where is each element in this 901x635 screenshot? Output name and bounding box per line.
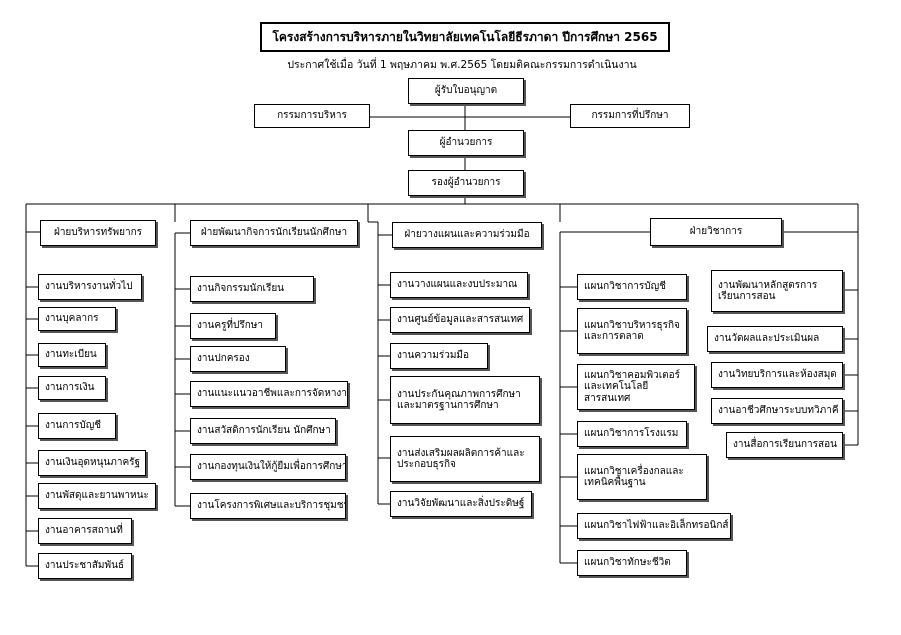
- student-item-5: งานสวัสดิการนักเรียน นักศึกษา: [190, 418, 336, 444]
- student-item-1: งานกิจกรรมนักเรียน: [190, 276, 314, 302]
- chart-subtitle: ประกาศใช้เมื่อ วันที่ 1 พฤษภาคม พ.ศ.2565…: [287, 59, 637, 71]
- academic-left-item-5: แผนกวิชาเครื่องกลและเทคนิคพื้นฐาน: [577, 454, 707, 500]
- planning-item-1: งานวางแผนและงบประมาณ: [390, 272, 528, 298]
- academic-left-item-1: แผนกวิชาการบัญชี: [577, 274, 687, 300]
- resources-item-9: งานประชาสัมพันธ์: [38, 553, 132, 579]
- academic-left-item-2: แผนกวิชาบริหารธุรกิจและการตลาด: [577, 308, 687, 354]
- academic-left-item-6: แผนกวิชาไฟฟ้าและอิเล็กทรอนิกส์: [577, 513, 731, 539]
- resources-item-3: งานทะเบียน: [38, 343, 106, 367]
- planning-item-3: งานความร่วมมือ: [390, 343, 488, 369]
- dept-academic: ฝ่ายวิชาการ: [650, 218, 782, 246]
- student-item-7: งานโครงการพิเศษและบริการชุมชน: [190, 493, 346, 519]
- dept-student-affairs: ฝ่ายพัฒนากิจการนักเรียนนักศึกษา: [190, 220, 358, 246]
- planning-item-6: งานวิจัยพัฒนาและสิ่งประดิษฐ์: [390, 491, 532, 517]
- resources-item-4: งานการเงิน: [38, 376, 106, 400]
- resources-item-1: งานบริหารงานทั่วไป: [38, 274, 142, 300]
- student-item-4: งานแนะแนวอาชีพและการจัดหางาน: [190, 381, 348, 407]
- academic-right-item-3: งานวิทยบริการและห้องสมุด: [711, 362, 843, 388]
- node-advisors: กรรมการที่ปรึกษา: [570, 104, 690, 128]
- node-board: กรรมการบริหาร: [254, 104, 370, 128]
- resources-item-5: งานการบัญชี: [38, 413, 116, 439]
- academic-right-item-5: งานสื่อการเรียนการสอน: [726, 432, 843, 458]
- student-item-6: งานกองทุนเงินให้กู้ยืมเพื่อการศึกษา: [190, 454, 346, 480]
- academic-right-item-4: งานอาชีวศึกษาระบบทวิภาคี: [711, 398, 843, 424]
- node-director: ผู้อำนวยการ: [408, 130, 524, 156]
- resources-item-2: งานบุคลากร: [38, 307, 116, 331]
- academic-right-item-1: งานพัฒนาหลักสูตรการเรียนการสอน: [711, 270, 843, 312]
- student-item-2: งานครูที่ปรึกษา: [190, 313, 276, 339]
- planning-item-2: งานศูนย์ข้อมูลและสารสนเทศ: [390, 307, 530, 333]
- resources-item-7: งานพัสดุและยานพาหนะ: [38, 483, 156, 509]
- academic-left-item-3: แผนกวิชาคอมพิวเตอร์และเทคโนโลยีสารสนเทศ: [577, 364, 695, 410]
- dept-resources: ฝ่ายบริหารทรัพยากร: [40, 220, 156, 246]
- student-item-3: งานปกครอง: [190, 346, 286, 372]
- academic-left-item-7: แผนกวิชาทักษะชีวิต: [577, 550, 687, 576]
- academic-right-item-2: งานวัดผลและประเมินผล: [707, 326, 843, 352]
- planning-item-5: งานส่งเสริมผลผลิตการค้าและประกอบธุรกิจ: [390, 436, 540, 482]
- resources-item-8: งานอาคารสถานที่: [38, 518, 132, 544]
- resources-item-6: งานเงินอุดหนุนภาครัฐ: [38, 450, 146, 476]
- node-deputy-director: รองผู้อำนวยการ: [408, 170, 524, 196]
- chart-title: โครงสร้างการบริหารภายในวิทยาลัยเทคโนโลยี…: [260, 22, 670, 52]
- academic-left-item-4: แผนกวิชาการโรงแรม: [577, 421, 687, 447]
- node-licensee: ผู้รับใบอนุญาต: [408, 78, 524, 104]
- dept-planning: ฝ่ายวางแผนและความร่วมมือ: [392, 222, 542, 248]
- planning-item-4: งานประกันคุณภาพการศึกษาและมาตรฐานการศึกษ…: [390, 376, 540, 424]
